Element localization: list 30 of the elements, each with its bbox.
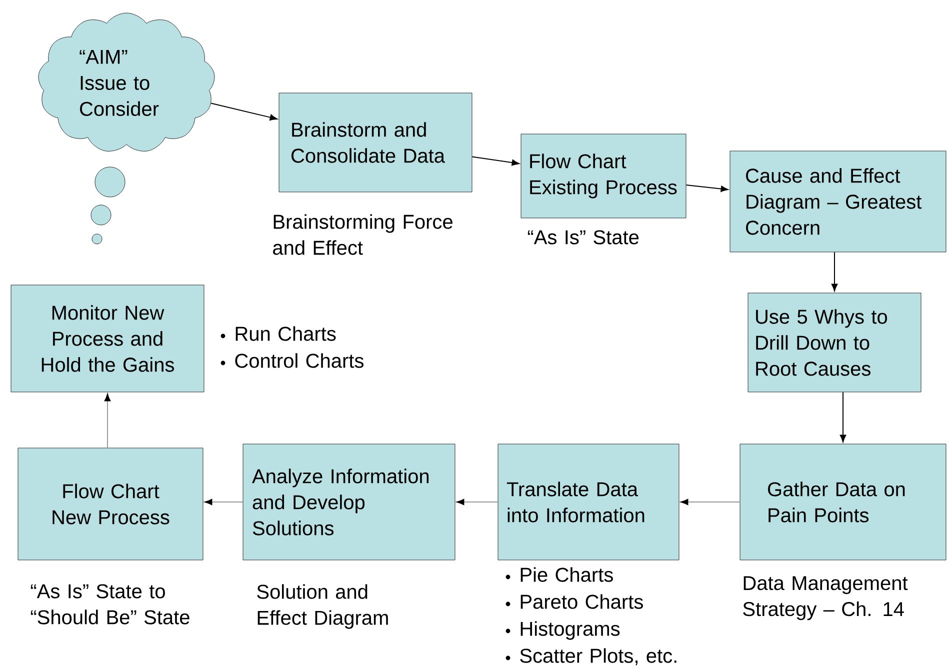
process-box: Translate Data into Information bbox=[498, 444, 680, 560]
annotation-text: “As Is” State to “Should Be” State bbox=[30, 584, 190, 624]
process-box: Gather Data on Pain Points bbox=[740, 444, 946, 560]
process-box: Analyze Information and Develop Solutions bbox=[242, 444, 456, 560]
thought-cloud: “AIM” Issue to Consider bbox=[38, 12, 215, 152]
process-box: Monitor New Process and Hold the Gains bbox=[10, 284, 204, 392]
arrow bbox=[680, 498, 740, 506]
arrow bbox=[472, 156, 520, 166]
arrow bbox=[840, 392, 846, 442]
process-box: Brainstorm and Consolidate Data bbox=[278, 92, 472, 192]
arrow bbox=[104, 394, 111, 448]
arrow bbox=[210, 102, 278, 120]
bullet-item: Scatter Plots, etc. bbox=[520, 648, 676, 666]
bullet-item: Run Charts bbox=[236, 326, 336, 341]
annotation-text: Solution and Effect Diagram bbox=[257, 584, 388, 629]
arrow bbox=[456, 498, 498, 506]
annotation-text: Brainstorming Force and Effect bbox=[273, 214, 452, 255]
bullet-item: Pareto Charts bbox=[520, 594, 643, 609]
process-box: Flow Chart New Process bbox=[18, 448, 204, 560]
arrow bbox=[831, 252, 838, 292]
bullet-item: Histograms bbox=[520, 621, 620, 640]
process-box: Cause and Effect Diagram – Greatest Concern bbox=[730, 150, 946, 252]
arrow bbox=[686, 184, 728, 192]
bullet-item: Pie Charts bbox=[520, 567, 613, 582]
annotation-text: “As Is” State bbox=[528, 230, 639, 244]
arrow bbox=[204, 498, 244, 506]
process-box: Flow Chart Existing Process bbox=[520, 134, 686, 218]
process-box: Use 5 Whys to Drill Down to Root Causes bbox=[748, 292, 922, 392]
annotation-text: Data Management Strategy – Ch. 14 bbox=[743, 576, 908, 620]
bullet-item: Control Charts bbox=[235, 353, 364, 368]
